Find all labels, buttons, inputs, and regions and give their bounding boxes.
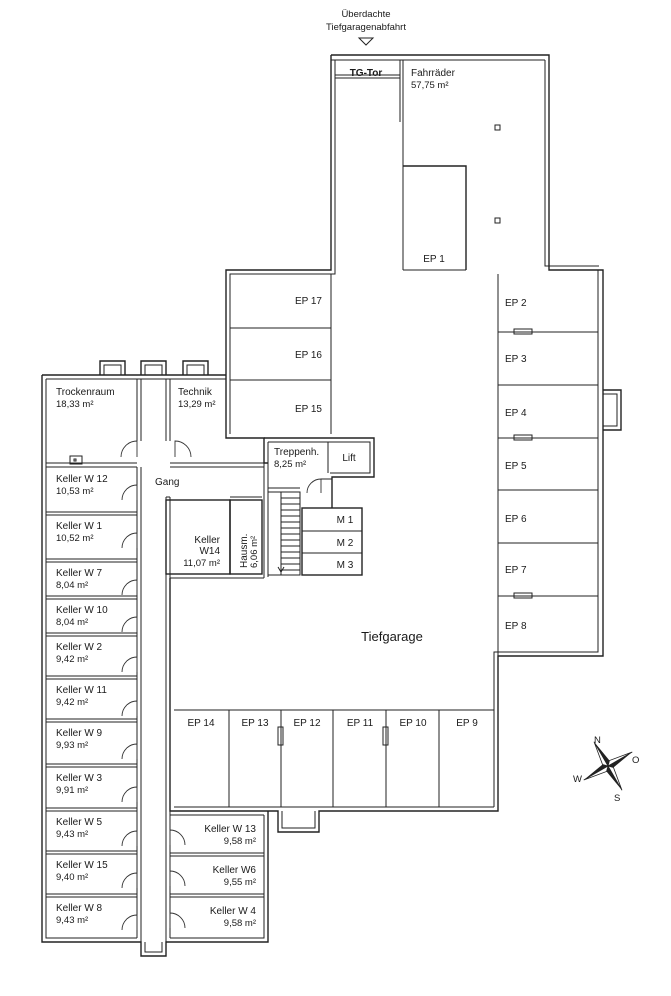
compass-south-label: S <box>614 793 620 804</box>
parking-ep9-label: EP 9 <box>456 718 478 729</box>
parking-bottom-lines <box>174 709 494 807</box>
bike-room <box>335 60 501 271</box>
parking-left-lines <box>230 274 332 434</box>
parking-ep7-label: EP 7 <box>505 565 527 576</box>
parking-ep4-label: EP 4 <box>505 408 527 419</box>
parking-ep12-label: EP 12 <box>293 718 320 729</box>
trockenraum-name: Trockenraum <box>56 387 115 398</box>
parking-ep5-label: EP 5 <box>505 461 527 472</box>
core <box>263 437 375 578</box>
bike-room-name: Fahrräder <box>411 68 456 79</box>
meter-room-m1-label: M 1 <box>337 515 354 526</box>
gang-label: Gang <box>155 477 179 488</box>
keller-w3-name: Keller W 3 <box>56 773 103 784</box>
parking-ep16-label: EP 16 <box>295 350 322 361</box>
keller-w8-name: Keller W 8 <box>56 903 103 914</box>
technik-area: 13,29 m² <box>178 399 216 410</box>
hausm-area: 6,06 m² <box>249 536 260 568</box>
keller-w9-name: Keller W 9 <box>56 728 103 739</box>
compass-east-label: O <box>632 755 639 766</box>
keller-w4-name: Keller W 4 <box>210 906 257 917</box>
keller-w1-area: 10,52 m² <box>56 533 94 544</box>
keller-w9-area: 9,93 m² <box>56 740 88 751</box>
parking-ep3-label: EP 3 <box>505 354 527 365</box>
keller-right-walls <box>169 814 264 929</box>
parking-ep14-label: EP 14 <box>187 718 214 729</box>
keller-w11-area: 9,42 m² <box>56 697 88 708</box>
column-marker-icon <box>494 217 501 224</box>
keller-left-doors <box>121 484 138 931</box>
parking-ep15-label: EP 15 <box>295 404 322 415</box>
parking-ep2-label: EP 2 <box>505 298 527 309</box>
keller-w15-area: 9,40 m² <box>56 872 88 883</box>
stairwell-name: Treppenh. <box>274 447 319 458</box>
hausm-name: Hausm. <box>239 534 250 568</box>
parking-ep1-label: EP 1 <box>423 254 445 265</box>
keller-w10-area: 8,04 m² <box>56 617 88 628</box>
keller-w14-line2: W14 <box>199 546 220 557</box>
parking-ep10-label: EP 10 <box>399 718 426 729</box>
stairwell-area: 8,25 m² <box>274 459 306 470</box>
keller-w6-area: 9,55 m² <box>224 877 256 888</box>
keller-left-labels: Keller W 12 10,53 m² Keller W 1 10,52 m²… <box>56 474 108 926</box>
meter-room-m2-label: M 2 <box>337 538 354 549</box>
keller-w5-area: 9,43 m² <box>56 829 88 840</box>
keller-w12-name: Keller W 12 <box>56 474 108 485</box>
keller-w13-area: 9,58 m² <box>224 836 256 847</box>
keller-w5-name: Keller W 5 <box>56 817 103 828</box>
parking-right-lines <box>497 274 598 656</box>
keller-w7-name: Keller W 7 <box>56 568 103 579</box>
column-marker-icon <box>494 124 501 131</box>
trockenraum-area: 18,33 m² <box>56 399 94 410</box>
parking-ep13-label: EP 13 <box>241 718 268 729</box>
keller-w15-name: Keller W 15 <box>56 860 108 871</box>
compass-west-label: W <box>573 774 582 785</box>
entrance-label-line1: Überdachte <box>341 9 390 20</box>
keller-left-walls <box>46 511 137 898</box>
keller-w6-name: Keller W6 <box>213 865 257 876</box>
entrance-label-line2: Tiefgaragenabfahrt <box>326 22 406 33</box>
keller-w14-area: 11,07 m² <box>183 558 220 569</box>
compass-north-label: N <box>594 735 601 746</box>
keller-w7-area: 8,04 m² <box>56 580 88 591</box>
keller-w10-name: Keller W 10 <box>56 605 108 616</box>
tg-tor-label: TG-Tor <box>350 68 383 79</box>
parking-ep6-label: EP 6 <box>505 514 527 525</box>
compass-icon <box>583 741 633 791</box>
parking-ep17-label: EP 17 <box>295 296 322 307</box>
keller-w8-area: 9,43 m² <box>56 915 88 926</box>
parking-ep11-label: EP 11 <box>347 718 374 729</box>
keller-w2-area: 9,42 m² <box>56 654 88 665</box>
keller-w4-area: 9,58 m² <box>224 918 256 929</box>
stair-arrow-icon <box>277 508 285 573</box>
keller-w3-area: 9,91 m² <box>56 785 88 796</box>
keller-w13-name: Keller W 13 <box>204 824 256 835</box>
keller-w2-name: Keller W 2 <box>56 642 103 653</box>
keller-w14-line1: Keller <box>194 535 220 546</box>
keller-w1-name: Keller W 1 <box>56 521 103 532</box>
entrance-arrow-icon <box>357 37 375 46</box>
bike-room-area: 57,75 m² <box>411 80 449 91</box>
keller-w12-area: 10,53 m² <box>56 486 94 497</box>
lift-label: Lift <box>342 453 356 464</box>
tiefgarage-label: Tiefgarage <box>361 629 423 644</box>
keller-w11-name: Keller W 11 <box>56 685 107 696</box>
meter-room-m3-label: M 3 <box>337 560 354 571</box>
parking-ep8-label: EP 8 <box>505 621 527 632</box>
technik-name: Technik <box>178 387 213 398</box>
stair-treads <box>281 497 300 571</box>
